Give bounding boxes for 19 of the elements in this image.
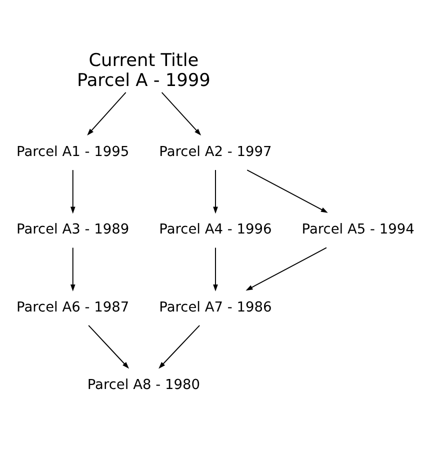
node-text: Parcel A8 - 1980 (87, 377, 200, 393)
arrow (246, 247, 327, 291)
arrow (70, 247, 76, 292)
node-text: Parcel A7 - 1986 (159, 299, 272, 316)
arrow (213, 170, 218, 214)
node-text: Parcel A6 - 1987 (16, 299, 130, 316)
node-text: Parcel A1 - 1995 (16, 144, 130, 160)
arrow (213, 247, 218, 292)
node-text: Parcel A2 - 1997 (159, 144, 272, 160)
arrow (70, 170, 76, 214)
node-text: Parcel A5 - 1994 (302, 222, 414, 238)
arrow (161, 92, 202, 136)
node-text: Parcel A4 - 1996 (159, 222, 272, 238)
arrow (88, 324, 130, 369)
node-text: Current Title Parcel A - 1999 (76, 51, 210, 91)
arrow (246, 170, 328, 213)
arrow (158, 324, 200, 369)
node-text: Parcel A3 - 1989 (16, 222, 130, 238)
arrow (87, 92, 126, 136)
